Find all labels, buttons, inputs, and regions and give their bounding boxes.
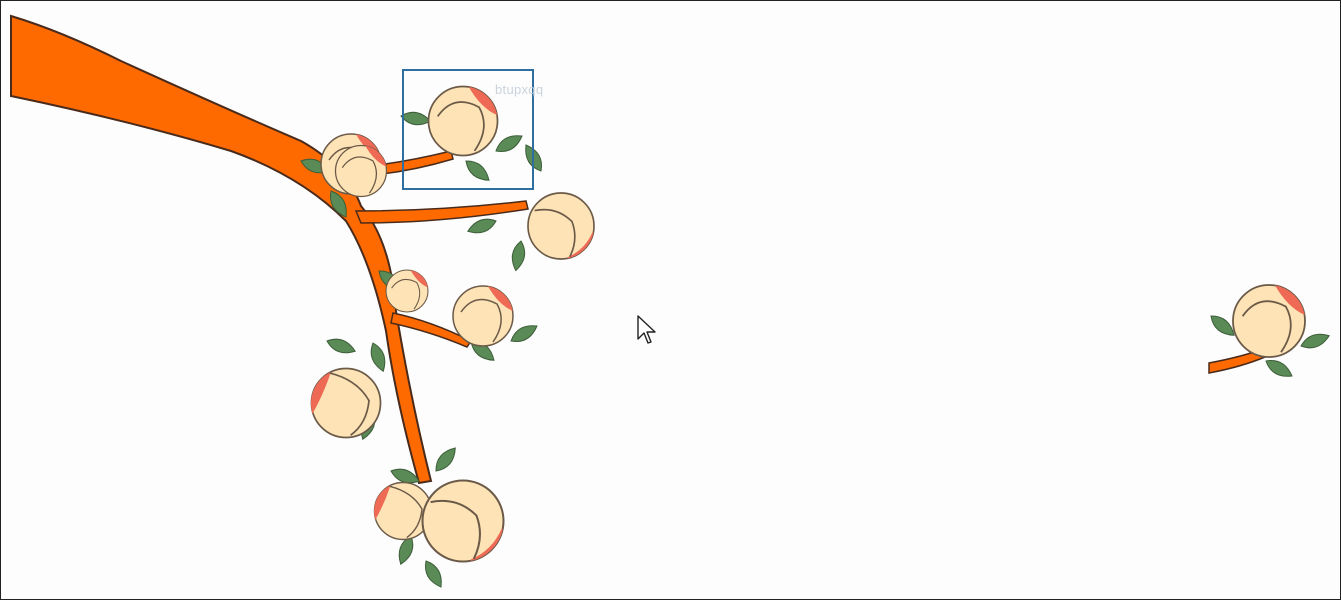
selection-box[interactable] [402, 69, 534, 190]
arrow-cursor-icon [637, 315, 656, 344]
twig-right [354, 200, 529, 224]
selection-label: btupxqq [495, 82, 544, 97]
twig-middle [390, 312, 473, 348]
twig-top [370, 150, 454, 176]
main-branch [10, 14, 433, 485]
